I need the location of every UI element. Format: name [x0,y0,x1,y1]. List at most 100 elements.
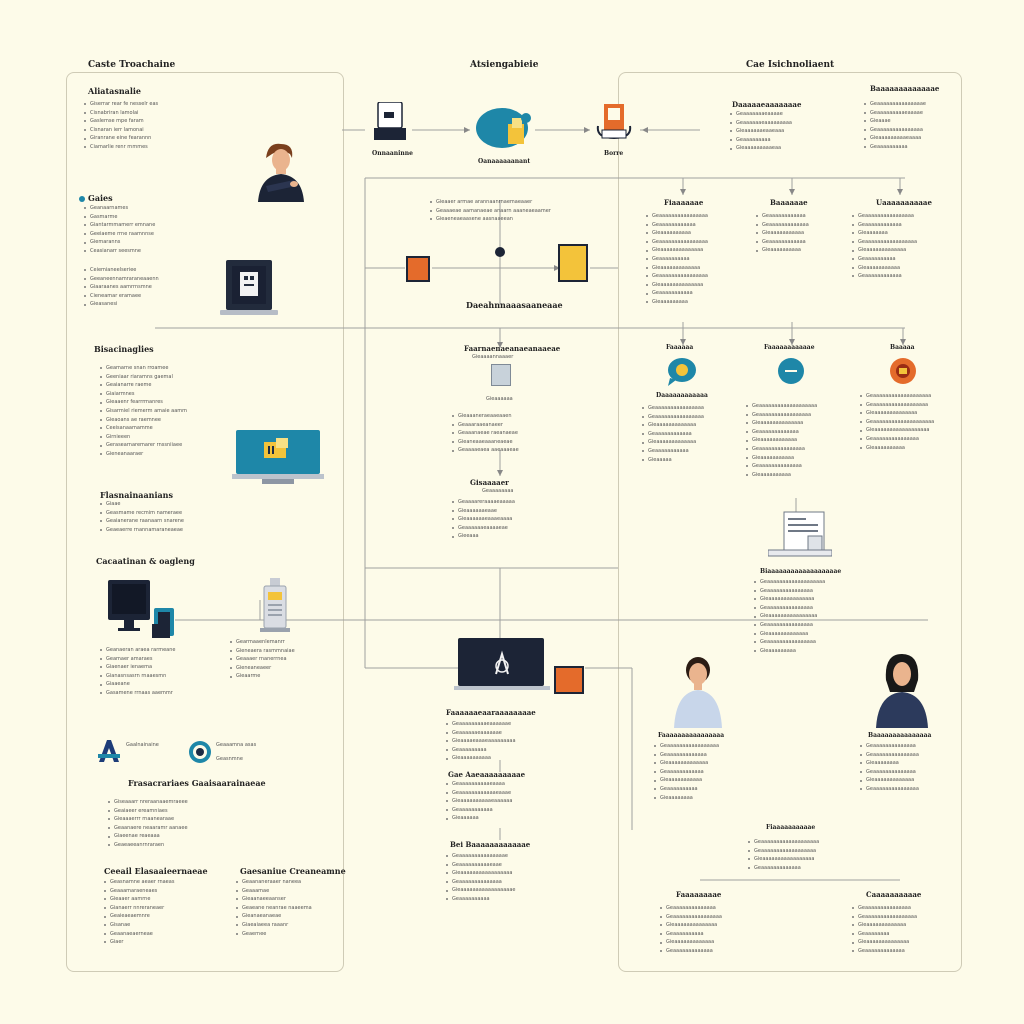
list-item: Geaaaaaaaaaaaaeaaae [446,789,512,798]
list-item: Gieneaera rasmmnaiae [230,647,295,656]
list-item: Geaaaaaaaaaeaaaae [864,109,926,118]
list-item: Giaeenae reaeaaa [108,832,188,841]
list-item: Geaaaaaaaeaaaae [730,110,792,119]
list-item: Ceiemianeelseriee [84,266,159,275]
list-item: Geasnamne aeaer rnaeas [104,878,174,887]
list-item: Gieaeneaeaasene aasnaaeean [430,215,551,224]
list-item: Geaaaaaaaaaa [646,255,708,264]
left-heading-3: Bisacinaglies [94,344,154,354]
list-item: Gieaanaeeaanser [236,895,312,904]
list-item: Geaaaaaaaaaaaa [756,212,809,221]
list-item: Geaaaaaaaaaaaaaaaa [642,404,704,413]
center-heading-3: Gisaaaaer [470,478,509,487]
list-item: Geaaaaaaaaaaa [642,447,704,456]
gaies-dot-icon [79,196,85,202]
list-item: Geaaaaaaaaaaaa [642,430,704,439]
list-item: Geaaaaaaaaaa [654,785,719,794]
list-item: Geasmame recmim nameraee [100,509,184,518]
frame-bottom-icon [554,666,584,694]
node-2-label: Oanaaaaaanant [478,158,531,165]
server-icon [374,102,406,140]
right-node-c: Baaaaa [890,344,915,351]
node-1-label: Onnaaninne [372,150,413,157]
badge-b-sub: Geasnmne [216,756,243,762]
list-item: Geaaaaaaaaaaaaaaaaaa [860,401,934,410]
list-item: Geaaaaaaeaaaaaae [446,729,516,738]
list-item: Gieaaaaaaaa [654,794,719,803]
list-item: Geaaaaaaaaaaaaaaaaaaa [860,392,934,401]
right-heading-g: Biaaaaaaaaaaaaaaaaaae [760,568,842,575]
list-item: Gieaaenr fearrrmanres [100,398,187,407]
left-heading-1: Aliatasnalie [88,86,142,96]
list-item: Geaianarre raeme [100,381,187,390]
list-item: Gieaaaaaaaaaaaaaa [746,419,817,428]
list-item: Geaaaaaaaaaaaaaaaaaaaa [860,418,934,427]
cloud-icon [476,108,531,148]
list-item: Gieaaaaaaaaaaaaaaaaa [748,855,819,864]
list-item: Geaaaaaaaaa [446,746,516,755]
list-item: Geaaaaaaaaaaaaaaaaa [852,913,917,922]
list-item: Gianasnsasrn rnaaesmn [100,672,175,681]
list-item: Geaaaraaeanaeer [452,421,519,430]
list-item: Geaaaaaaaaaa [660,930,722,939]
list-item: Gieaaaerrr rnaanearaae [108,815,188,824]
list-item: Geaaaaaaaaaaaaaaa [754,587,825,596]
center-heading-mid: Daeahnnaaasaaneaae [466,300,563,310]
center-sub-2b: Gieaaaaaa [486,396,513,402]
left-heading-5: Cacaatinan & oagleng [96,556,195,566]
list-item: Girnieeen [100,433,187,442]
list-item: Gieaaaaaaaaaaaaa [754,630,825,639]
list-item: Gianaerr nnreraneaer [104,904,174,913]
badge-a-label: Gaalnainaine [126,742,159,748]
right-heading-j: Caaaaaaaaaae [866,890,922,899]
list-item: Giaaeane [100,680,175,689]
list-item: Gieaaaaaaaaaa [646,229,708,238]
list-item: Gieaaaaaaaaaeaaaa [864,134,926,143]
list-item: Geaaaaaaaaaaaaaaa [754,604,825,613]
list-item: Gieaaaaaaaaaaaaa [852,246,917,255]
list-item: Gasmarme [84,213,155,222]
list-item: Gieaaaaaaaaaa [756,246,809,255]
list-item: Geaaaaaaaaaaaaaaaaaa [748,847,819,856]
list-item: Geeiaeme rrne raamnnse [84,230,155,239]
right-heading-h: Fiaaaaaaaaaae [766,824,816,831]
right-node-a: Faaaaaa [666,344,694,351]
list-item: Geaananeraaer naneea [236,878,312,887]
list-item: Giaenaer ienaema [100,663,175,672]
list-item: Gieaaaaaaaaaa [860,444,934,453]
left-heading-8: Gaesaniue Creaneamne [240,866,346,876]
list-item: Geaaaaaaaaaaaaaaaaa [852,238,917,247]
list-item: Geaaaaaaaaaaaaaaa [860,751,919,760]
list-item: Gaslemse mpe faram [84,117,158,126]
list-item: Gieaaaaa [642,456,704,465]
list-item: Geaaaaaaaaaaaaaaaaaaa [754,578,825,587]
list-item: Gieaaaaaaaaaaaaaaaaae [446,886,516,895]
list-item: Geaaaaaaaaaaaa [852,272,917,281]
list-item: Geaaaaaaaaaaaa [756,238,809,247]
list-item: Gieaaaaaaaaaaaaaa [646,246,708,255]
printer-icon [260,578,290,632]
center-heading-5: Gae Aaeaaaaaaaaae [448,770,526,779]
list-item: Gearmaaenlemanrr [230,638,295,647]
list-item: Geaernee [236,930,312,939]
list-item: Gieaaaaaaaa [860,759,919,768]
list-item: Gieaaaaaaeaaeaaa [730,127,792,136]
list-item: Gieaaaaaaaaaaaaa [852,921,917,930]
list-item: Gieaoans ae raemnee [100,416,187,425]
list-item: Geaaaaaaaaaa [852,255,917,264]
center-heading-6: Bei Baaaaaaaaaaaae [450,840,531,849]
list-item: Geaaamae [236,887,312,896]
